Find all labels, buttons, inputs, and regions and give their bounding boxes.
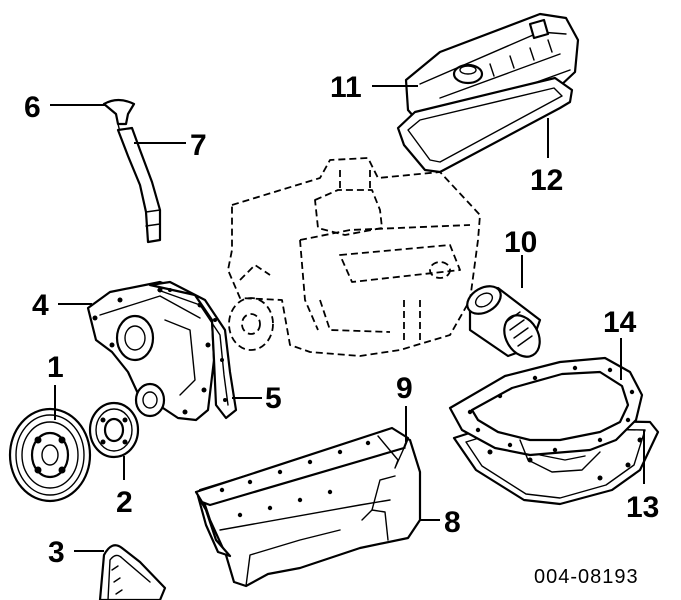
callout-12: 12 bbox=[530, 164, 563, 197]
engine-block-phantom bbox=[227, 157, 481, 357]
callout-8: 8 bbox=[444, 506, 461, 539]
callout-10: 10 bbox=[504, 226, 537, 259]
callout-2: 2 bbox=[116, 486, 133, 519]
dipstick bbox=[102, 98, 136, 133]
callout-1: 1 bbox=[47, 351, 64, 384]
timing-cover-gasket bbox=[148, 280, 238, 420]
dipstick-tube bbox=[116, 126, 162, 244]
callout-4: 4 bbox=[32, 289, 49, 322]
vibration-damper-pulley bbox=[8, 407, 92, 503]
reference-number: 004-08193 bbox=[534, 566, 639, 588]
valve-cover-gasket bbox=[396, 76, 574, 174]
timing-chain-cover bbox=[86, 280, 216, 422]
callout-3: 3 bbox=[48, 536, 65, 569]
callout-14: 14 bbox=[603, 306, 637, 339]
crankshaft-sprocket bbox=[88, 401, 140, 459]
callout-5: 5 bbox=[265, 382, 282, 415]
callout-6: 6 bbox=[24, 91, 41, 124]
valve-cover bbox=[404, 12, 580, 132]
leader-lines bbox=[50, 85, 645, 552]
rear-main-seal bbox=[98, 544, 167, 600]
callout-13: 13 bbox=[626, 491, 659, 524]
oil-filter bbox=[466, 285, 542, 358]
callout-labels: 1 2 3 4 5 6 7 8 9 10 11 12 13 14 bbox=[24, 71, 659, 569]
callout-7: 7 bbox=[190, 129, 207, 162]
callout-9: 9 bbox=[396, 372, 413, 405]
oil-pan-gasket bbox=[194, 426, 410, 558]
oil-pan-tray-gasket bbox=[448, 356, 644, 473]
callout-11: 11 bbox=[330, 71, 362, 104]
